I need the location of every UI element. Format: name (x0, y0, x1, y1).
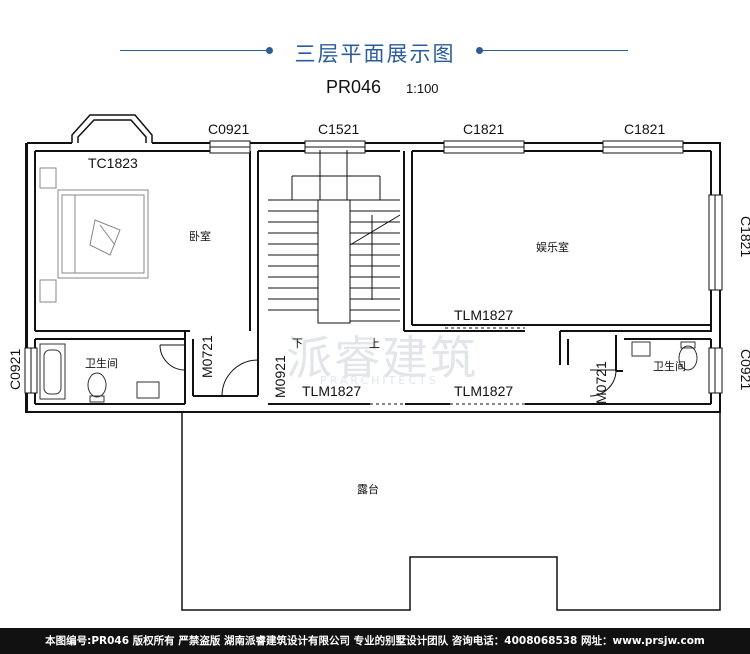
door-label-tlm1827-a: TLM1827 (302, 383, 361, 399)
title-rule-right (478, 50, 628, 51)
watermark-logo-text: 派睿建筑 (286, 331, 478, 385)
bathroom-fixtures (39, 341, 698, 403)
room-label-bathroom-left: 卫生间 (85, 356, 118, 370)
plan-scale: 1:100 (406, 81, 439, 96)
window-label-c0921-top: C0921 (208, 121, 249, 137)
room-label-recreation: 娱乐室 (536, 240, 569, 254)
bay-window-tc1823 (71, 114, 153, 143)
watermark-logo-subtext: PRARCHITECTS (320, 374, 439, 387)
footer-bar (0, 628, 750, 654)
window-label-tc1823: TC1823 (88, 155, 138, 171)
footer-copyright-text: 本图编号:PR046 版权所有 严禁盗版 湖南派睿建筑设计有限公司 专业的别墅设… (45, 635, 705, 647)
stair-down-label: 下 (292, 337, 303, 350)
doors (159, 327, 617, 405)
room-label-terrace: 露台 (357, 482, 379, 496)
page-title: 三层平面展示图 (294, 42, 456, 66)
title-dot-right (476, 47, 483, 54)
door-label-m0721-left: M0721 (199, 335, 215, 378)
room-label-bedroom: 卧室 (189, 229, 211, 243)
door-label-m0921: M0921 (272, 355, 288, 398)
title-dot-left (266, 47, 273, 54)
title-rule-left (120, 50, 270, 51)
staircase (268, 150, 401, 324)
stair-up-label: 上 (369, 337, 380, 350)
window-label-c1821-b: C1821 (624, 121, 665, 137)
door-label-m0721-right: M0721 (593, 361, 609, 404)
window-label-c1821-a: C1821 (463, 121, 504, 137)
door-label-tlm1827-b: TLM1827 (454, 383, 513, 399)
windows (24, 140, 723, 394)
window-label-c1821-right: C1821 (738, 216, 750, 257)
floor-plan: C0921 C1521 C1821 C1821 TC1823 C1821 C09… (7, 114, 750, 611)
plan-code: PR046 (326, 77, 382, 97)
window-label-c0921-right: C0921 (738, 349, 750, 390)
window-label-c1521: C1521 (318, 121, 359, 137)
window-label-c0921-left: C0921 (7, 349, 23, 390)
stair-treads (268, 210, 400, 322)
terrace-outline (181, 412, 721, 611)
door-label-tlm1827-recreation: TLM1827 (454, 307, 513, 323)
room-label-bathroom-right: 卫生间 (653, 359, 686, 373)
bed-furniture (39, 167, 149, 303)
